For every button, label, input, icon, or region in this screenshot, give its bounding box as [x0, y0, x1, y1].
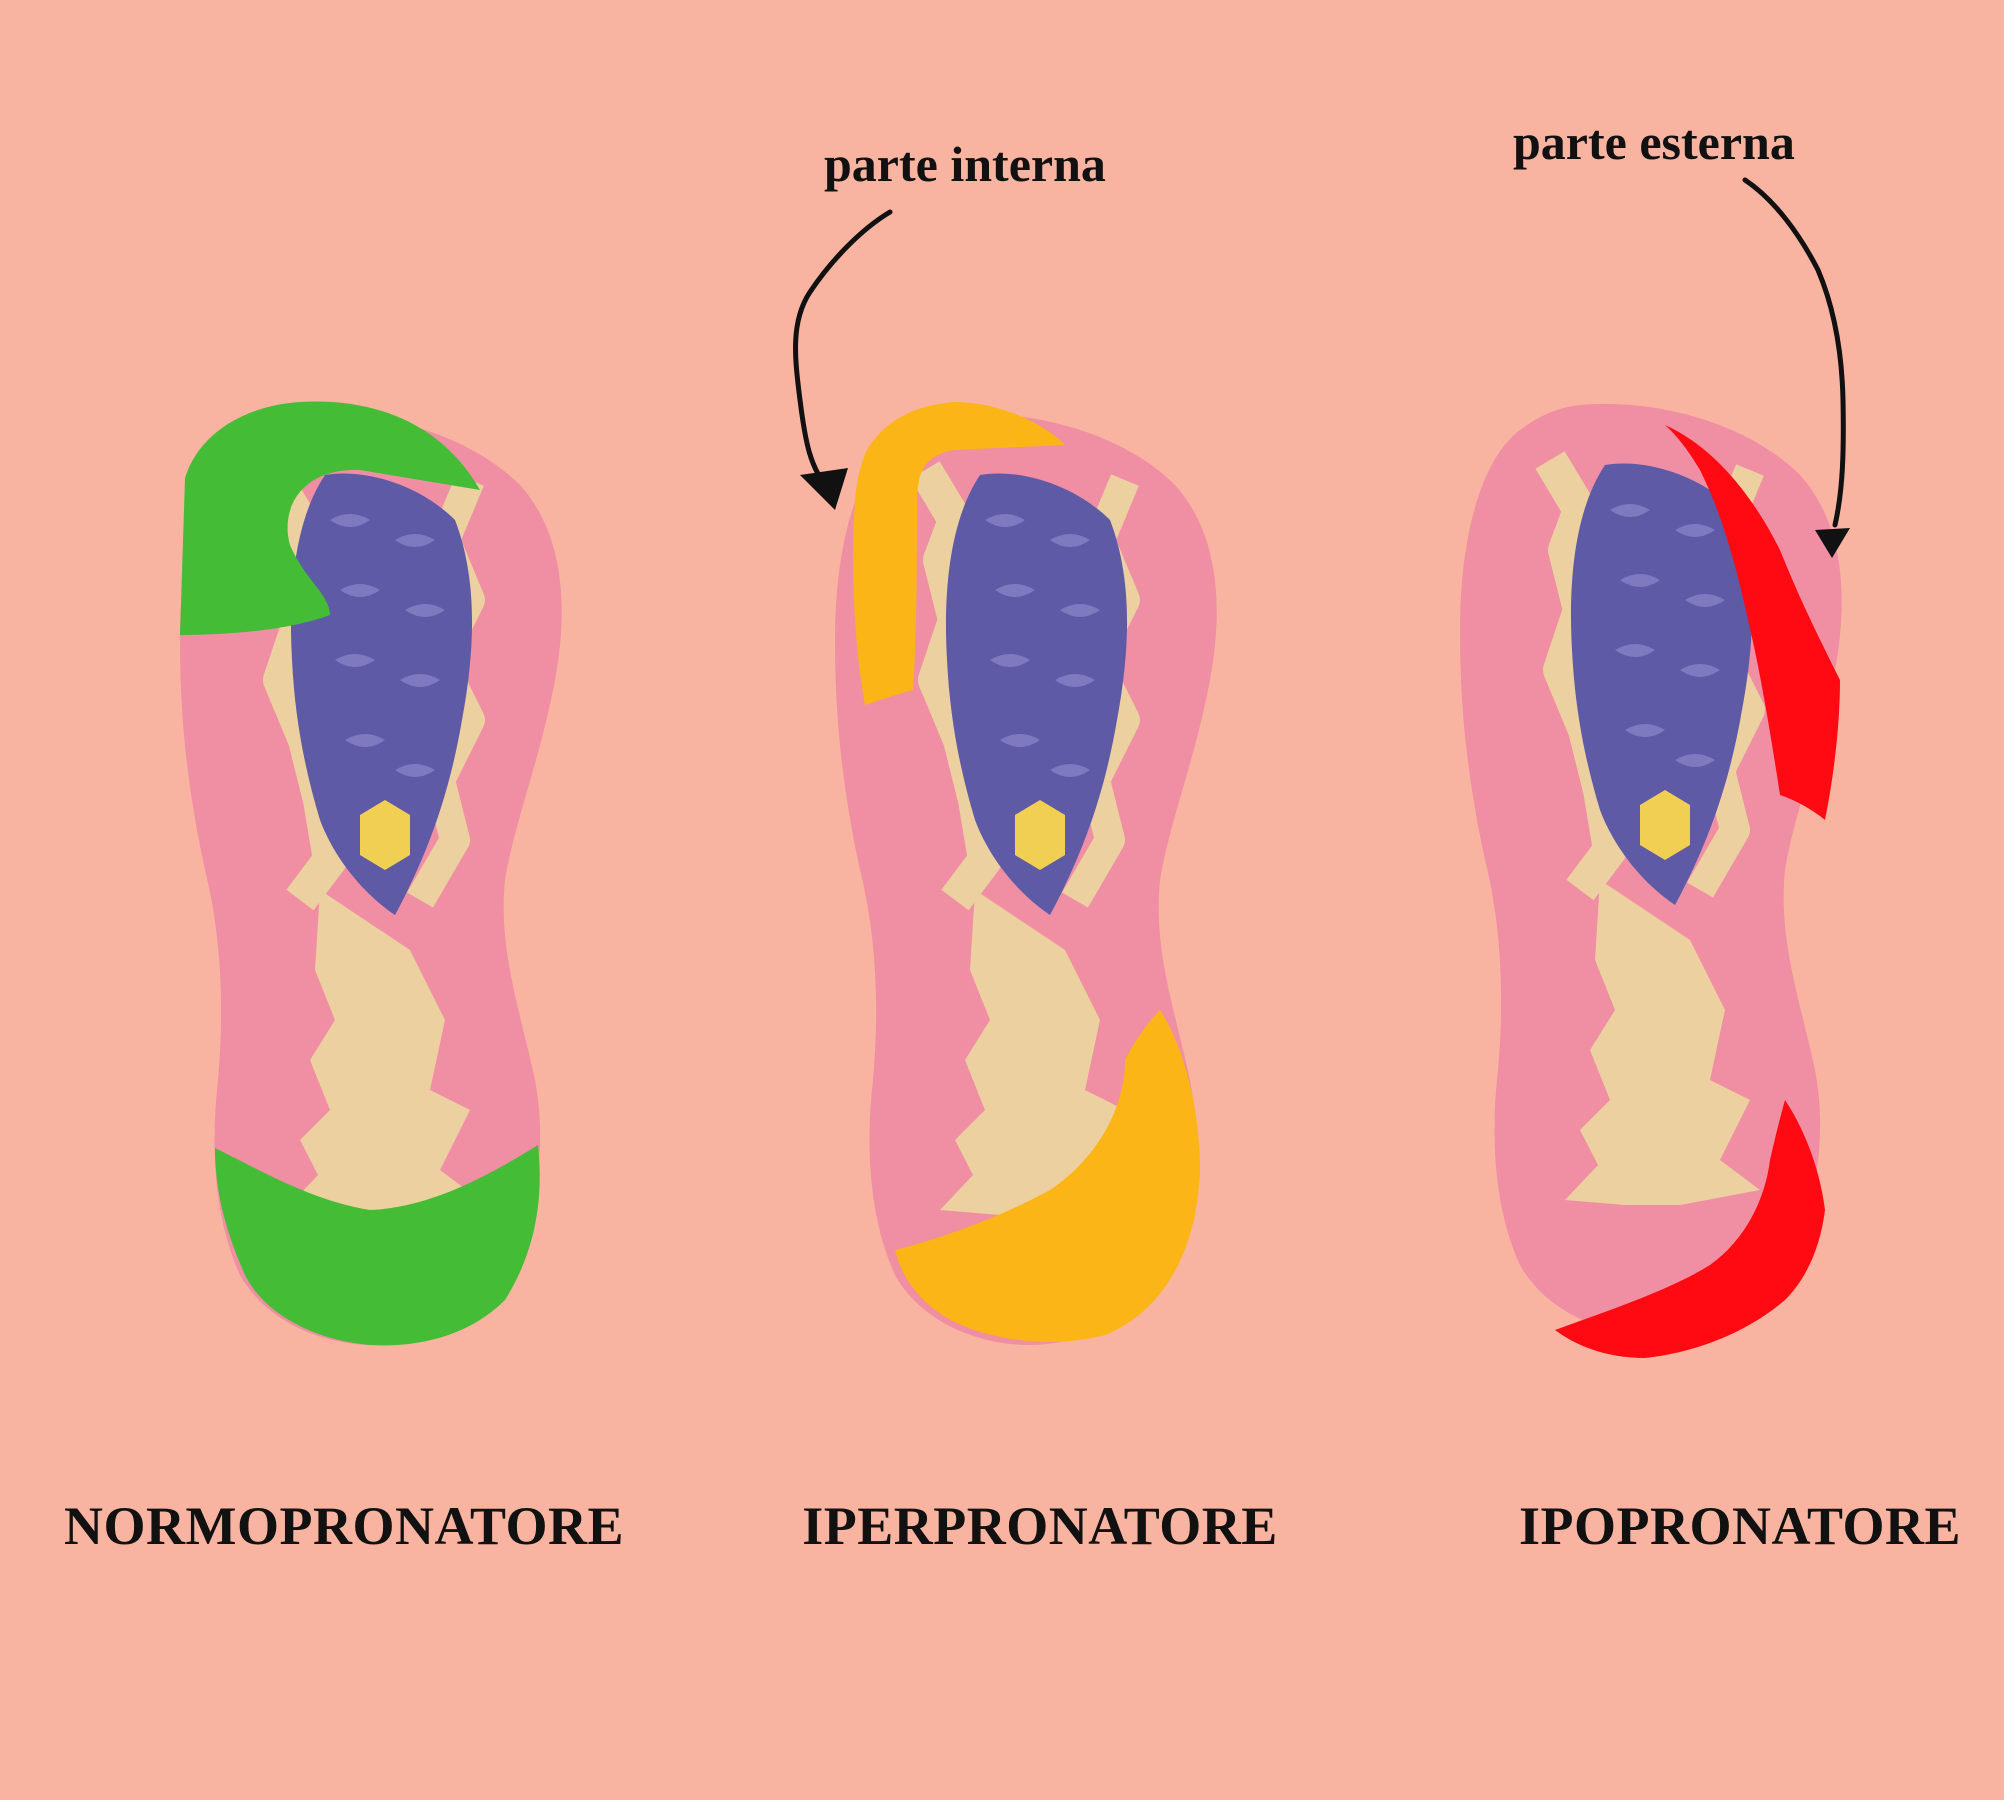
caption-iperpronatore: IPERPRONATORE [802, 1496, 1278, 1556]
wear-zone-inner-edge [853, 402, 1065, 705]
wear-zone-heel-outer [1555, 1100, 1825, 1358]
annotation-inner: parte interna [824, 136, 1106, 192]
wear-zone-heel-inner [895, 1010, 1200, 1342]
wear-zone-heel [215, 1145, 540, 1346]
caption-normopronatore: NORMOPRONATORE [64, 1496, 624, 1556]
annotation-outer: parte esterna [1513, 114, 1795, 170]
caption-ipopronatore: IPOPRONATORE [1518, 1496, 1962, 1556]
sole-normopronatore [180, 401, 562, 1346]
sole-iperpronatore [835, 402, 1217, 1345]
arrow-outer [1742, 177, 1850, 558]
arrow-inner [793, 209, 893, 510]
sole-ipopronatore [1460, 403, 1842, 1358]
wear-zone-forefoot [180, 401, 480, 635]
wear-zone-outer-edge [1665, 425, 1840, 820]
